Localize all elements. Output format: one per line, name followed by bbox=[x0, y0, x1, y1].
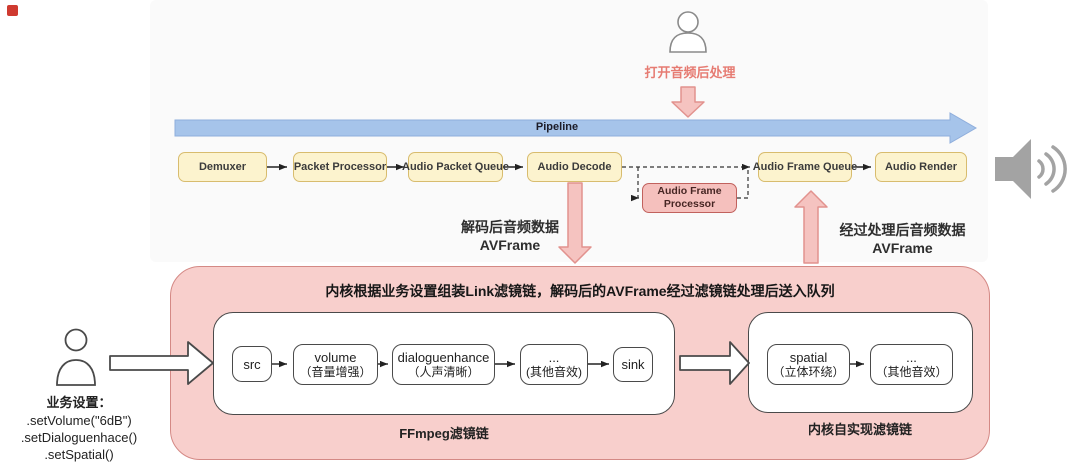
processed-annotation-line1: 经过处理后音频数据 bbox=[839, 222, 966, 238]
recording-indicator-dot bbox=[7, 5, 18, 16]
decoded-frame-annotation: 解码后音频数据 AVFrame bbox=[425, 218, 595, 254]
frame-processor-line1: Audio Frame bbox=[657, 185, 722, 197]
src-label: src bbox=[243, 356, 261, 372]
frame-processor-line2: Processor bbox=[663, 198, 716, 210]
business-settings-title: 业务设置： bbox=[46, 395, 112, 410]
pipeline-label: Pipeline bbox=[535, 121, 579, 133]
node-audio-packet-queue: Audio Packet Queue bbox=[402, 152, 509, 182]
spatial-label: spatial bbox=[789, 349, 828, 365]
ffmpeg-chain-label: FFmpeg滤镜链 bbox=[399, 426, 489, 441]
user-icon-business bbox=[56, 328, 96, 386]
node-audio-frame-processor: Audio Frame Processor bbox=[642, 183, 737, 213]
dialoguenhance-sublabel: （人声清晰） bbox=[407, 364, 480, 379]
decoded-annotation-line2: AVFrame bbox=[479, 237, 541, 253]
business-setting-spatial: .setSpatial() bbox=[44, 447, 114, 462]
volume-label: volume bbox=[314, 349, 357, 365]
business-setting-dialoguenhace: .setDialoguenhace() bbox=[20, 430, 138, 445]
business-settings-block: 业务设置： .setVolume("6dB") .setDialoguenhac… bbox=[0, 394, 158, 463]
filter-node-kernel-other-effects: ... （其他音效） bbox=[870, 344, 953, 385]
spatial-sublabel: （立体环绕） bbox=[772, 364, 845, 379]
other-effects-sublabel: (其他音效) bbox=[526, 364, 582, 379]
kernel-other-effects-sublabel: （其他音效） bbox=[875, 364, 948, 379]
filter-node-spatial: spatial （立体环绕） bbox=[767, 344, 850, 385]
filter-node-other-effects: ... (其他音效) bbox=[520, 344, 588, 385]
filter-node-dialoguenhance: dialoguenhance （人声清晰） bbox=[392, 344, 495, 385]
decoded-annotation-line1: 解码后音频数据 bbox=[461, 219, 559, 235]
kernel-chain-label: 内核自实现滤镜链 bbox=[807, 422, 912, 437]
open-postprocess-label: 打开音频后处理 bbox=[644, 65, 736, 80]
processed-frame-annotation: 经过处理后音频数据 AVFrame bbox=[815, 221, 990, 257]
kernel-other-effects-label: ... bbox=[906, 349, 917, 365]
kernel-panel-title: 内核根据业务设置组装Link滤镜链，解码后的AVFrame经过滤镜链处理后送入队… bbox=[325, 283, 835, 299]
processed-annotation-line2: AVFrame bbox=[872, 240, 933, 256]
node-audio-decode: Audio Decode bbox=[527, 152, 622, 182]
filter-node-sink: sink bbox=[613, 347, 653, 382]
sink-label: sink bbox=[621, 357, 645, 372]
filter-node-volume: volume （音量增强） bbox=[293, 344, 378, 385]
node-packet-processor: Packet Processor bbox=[293, 152, 387, 182]
speaker-icon bbox=[995, 139, 1067, 199]
node-demuxer: Demuxer bbox=[178, 152, 267, 182]
filter-node-src: src bbox=[232, 346, 272, 382]
business-setting-volume: .setVolume("6dB") bbox=[26, 413, 132, 428]
dialoguenhance-label: dialoguenhance bbox=[397, 349, 490, 365]
volume-sublabel: （音量增强） bbox=[299, 364, 372, 379]
other-effects-label: ... bbox=[548, 349, 560, 365]
node-audio-frame-queue: Audio Frame Queue bbox=[753, 152, 857, 182]
node-audio-render: Audio Render bbox=[875, 152, 967, 182]
